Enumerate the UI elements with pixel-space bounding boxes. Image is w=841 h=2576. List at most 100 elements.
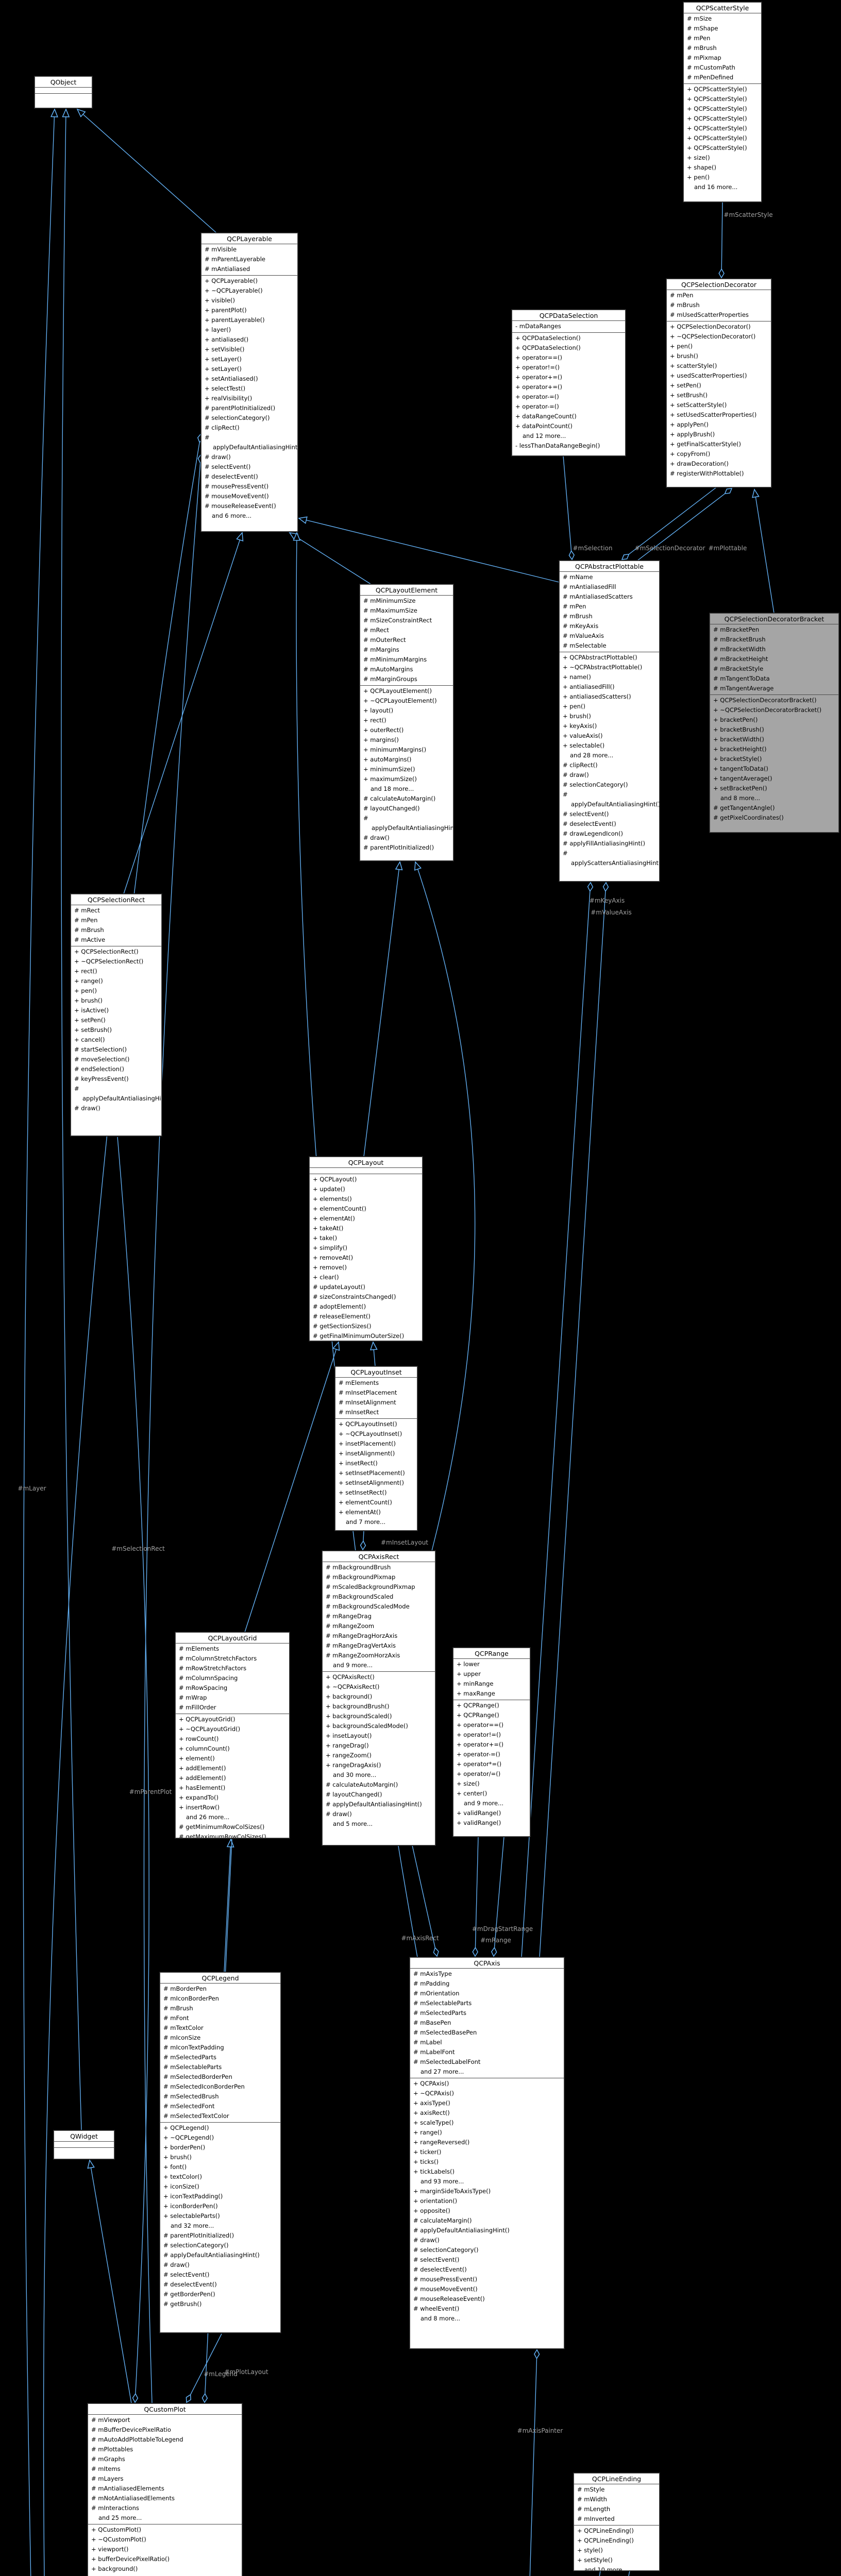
member-row: # mRowSpacing: [179, 1684, 228, 1691]
class-box-qcpselectionrect[interactable]: QCPSelectionRect# mRect# mPen# mBrush# m…: [71, 894, 162, 1136]
member-row: + iconBorderPen(): [163, 2202, 218, 2210]
member-row: + QCPRange(): [457, 1711, 499, 1719]
member-row: + dataPointCount(): [515, 422, 573, 430]
member-row: # mRect: [363, 626, 389, 634]
member-row: # mBackgroundBrush: [326, 1564, 391, 1571]
member-row: # mOrientation: [413, 1990, 460, 1997]
class-attrs-qcpaxis: # mAxisType# mPadding# mOrientation# mSe…: [410, 1969, 564, 2078]
class-box-qcplayoutgrid[interactable]: QCPLayoutGrid# mElements# mColumnStretch…: [175, 1632, 290, 1838]
member-row: and 6 more...: [212, 512, 252, 519]
member-row: # mVisible: [205, 246, 237, 253]
class-attrs-qcplegend: # mBorderPen# mIconBorderPen# mBrush# mF…: [160, 1984, 280, 2123]
member-row: + elements(): [313, 1195, 352, 1202]
class-attrs-qwidget: [54, 2142, 114, 2148]
class-attrs-qcplineending: # mStyle# mWidth# mLength# mInverted: [574, 2484, 659, 2526]
member-row: + element(): [179, 1755, 215, 1762]
member-row: + keyAxis(): [563, 722, 597, 730]
member-row: # registerWithPlottable(): [670, 470, 744, 477]
member-row: # mParentLayerable: [205, 256, 265, 263]
member-row: + rangeDragAxis(): [326, 1761, 381, 1769]
member-row: + QCPSelectionDecorator(): [670, 323, 751, 330]
class-methods-qcpaxisrect: + QCPAxisRect()+ ~QCPAxisRect()+ backgro…: [323, 1672, 435, 1830]
class-box-qcplayerable[interactable]: QCPLayerable# mVisible# mParentLayerable…: [201, 233, 298, 532]
class-box-qcpaxisrect[interactable]: QCPAxisRect# mBackgroundBrush# mBackgrou…: [322, 1551, 435, 1845]
edge-axisrect-layoutelement-inheritance: [414, 861, 476, 1551]
member-row: + viewport(): [91, 2546, 129, 2553]
member-row: + setUsedScatterProperties(): [670, 411, 757, 418]
member-row: # drawLegendIcon(): [563, 830, 624, 837]
member-row: # selectionCategory(): [563, 781, 628, 788]
member-row: + ~QCustomPlot(): [91, 2536, 146, 2543]
member-row: + elementCount(): [313, 1205, 366, 1212]
member-row: + margins(): [363, 736, 399, 743]
member-row: + rangeZoom(): [326, 1752, 372, 1759]
class-box-qcpaxis[interactable]: QCPAxis# mAxisType# mPadding# mOrientati…: [410, 1957, 564, 2349]
class-box-qcpselectiondecoratorbracket[interactable]: QCPSelectionDecoratorBracket# mBracketPe…: [710, 613, 839, 833]
member-row: # mRangeZoom: [326, 1622, 375, 1630]
edge-selectionrect-layerable-inheritance: [123, 532, 244, 894]
member-row: # layoutChanged(): [363, 805, 420, 812]
class-box-qcpabstractplottable[interactable]: QCPAbstractPlottable# mName# mAntialiase…: [559, 561, 660, 882]
member-row: # mInsetPlacement: [339, 1389, 397, 1396]
edge-qwidget-qobject-inheritance: [61, 108, 82, 2131]
member-row: + outerRect(): [363, 726, 404, 734]
member-row: + rect(): [363, 717, 386, 724]
class-box-qcustomplot[interactable]: QCustomPlot# mViewport# mBufferDevicePix…: [88, 2403, 242, 2576]
member-row: and 30 more...: [333, 1771, 377, 1778]
member-row: + ~QCPSelectionRect(): [74, 958, 144, 965]
edge-layout-layoutelement-inheritance: [363, 861, 403, 1157]
class-box-qcpscatterstyle[interactable]: QCPScatterStyle# mSize# mShape# mPen# mB…: [683, 2, 762, 202]
member-row: # moveSelection(): [74, 1056, 130, 1063]
class-box-qcplayout[interactable]: QCPLayout+ QCPLayout()+ update()+ elemen…: [309, 1157, 423, 1341]
class-box-qcpselectiondecorator[interactable]: QCPSelectionDecorator# mPen# mBrush# mUs…: [666, 279, 771, 487]
member-row: + layer(): [205, 326, 231, 333]
member-row: # draw(): [563, 771, 589, 778]
class-box-qcprange[interactable]: QCPRange+ lower+ upper+ minRange+ maxRan…: [453, 1648, 530, 1837]
edge-layoutgrid-layout-inheritance: [244, 1341, 340, 1633]
member-row: # draw(): [413, 2236, 440, 2244]
member-row: + operator+=(): [515, 383, 562, 391]
edge-lineending-painter-b-aggregation: [628, 2570, 630, 2576]
member-row: + QCPScatterStyle(): [687, 144, 747, 151]
member-row: + QCPScatterStyle(): [687, 95, 747, 103]
member-row: + rangeReversed(): [413, 2139, 470, 2146]
class-box-qcplayoutelement[interactable]: QCPLayoutElement# mMinimumSize# mMaximum…: [360, 584, 453, 861]
edge-layerable-qobject-inheritance: [76, 108, 217, 233]
member-row: + update(): [313, 1185, 345, 1193]
class-methods-qobject: [35, 94, 92, 99]
member-row: + QCPScatterStyle(): [687, 86, 747, 93]
class-box-qcpdataselection[interactable]: QCPDataSelection- mDataRanges+ QCPDataSe…: [512, 310, 626, 456]
member-row: # mCustomPath: [687, 64, 735, 71]
member-row: # mSelectable: [563, 642, 607, 649]
class-methods-qwidget: [54, 2148, 114, 2154]
member-row: + setVisible(): [205, 346, 245, 353]
class-box-qcplegend[interactable]: QCPLegend# mBorderPen# mIconBorderPen# m…: [160, 1972, 281, 2333]
member-row: # mouseMoveEvent(): [205, 493, 269, 500]
class-box-qcplayoutinset[interactable]: QCPLayoutInset# mElements# mInsetPlaceme…: [335, 1366, 417, 1531]
member-row: + tangentToData(): [713, 765, 768, 772]
member-row: # mAxisType: [413, 1970, 452, 1977]
edge-layer-qobject-inheritance: [23, 108, 58, 2576]
member-row: + removeAt(): [313, 1254, 354, 1261]
class-box-qwidget[interactable]: QWidget: [54, 2130, 114, 2159]
member-row: # mRect: [74, 907, 100, 914]
member-row: + operator!=(): [457, 1731, 501, 1738]
member-row: # mScaledBackgroundPixmap: [326, 1583, 415, 1590]
member-row: and 32 more...: [171, 2222, 214, 2229]
class-box-qcplineending[interactable]: QCPLineEnding# mStyle# mWidth# mLength# …: [574, 2473, 660, 2571]
edge-label-decorator-plottable-a: #mSelectionDecorator: [635, 545, 705, 552]
member-row: # parentPlotInitialized(): [163, 2232, 234, 2239]
class-box-qobject[interactable]: QObject: [35, 76, 92, 108]
member-row: # mViewport: [91, 2416, 130, 2424]
class-methods-qcpdataselection: + QCPDataSelection()+ QCPDataSelection()…: [512, 333, 625, 452]
member-row: # draw(): [74, 1105, 100, 1112]
member-row: # mBrush: [74, 926, 104, 934]
member-row: + pen(): [74, 987, 97, 994]
member-row: # releaseElement(): [313, 1313, 371, 1320]
member-row: # mAntialiasedScatters: [563, 593, 633, 600]
member-row: + operator+=(): [515, 374, 562, 381]
member-row: # mBrush: [687, 44, 717, 52]
member-row: + operator-=(): [515, 393, 559, 400]
edge-label-axis-axisrect: #mAxisRect: [401, 1935, 439, 1942]
